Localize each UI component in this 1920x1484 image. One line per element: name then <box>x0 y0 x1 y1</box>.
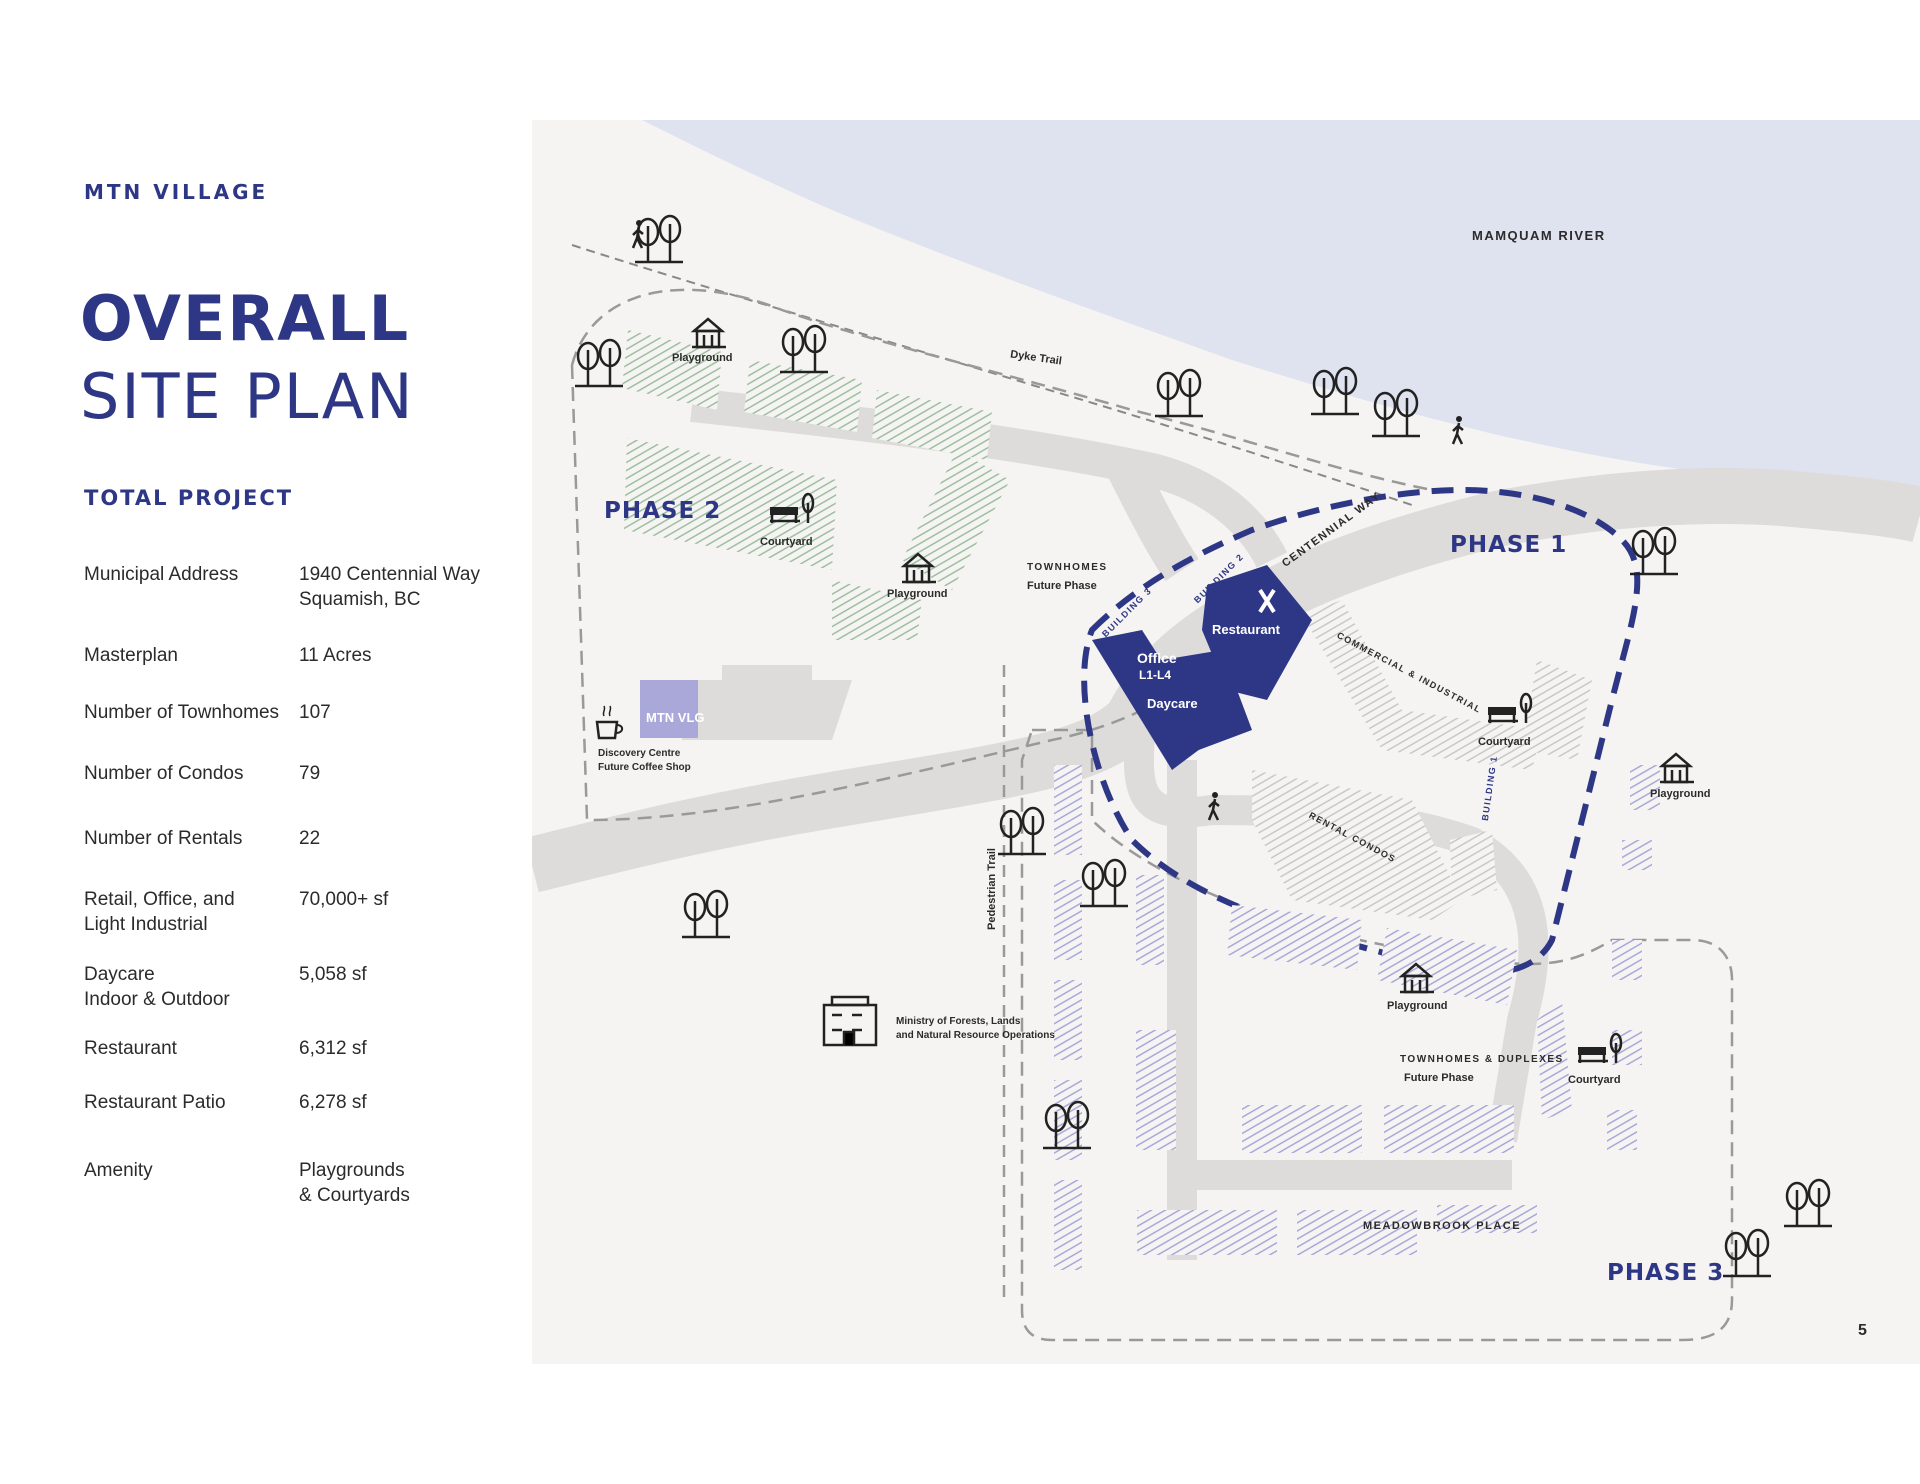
townhomes-duplexes-label: TOWNHOMES & DUPLEXES <box>1400 1054 1564 1065</box>
info-label: Municipal Address <box>84 564 239 585</box>
phase2-label: PHASE 2 <box>604 498 722 524</box>
rental-condos-extension <box>1450 830 1497 900</box>
playground-label: Playground <box>887 588 948 600</box>
info-label: Restaurant <box>84 1038 177 1059</box>
river-shape <box>642 120 1920 510</box>
info-label: Masterplan <box>84 645 178 666</box>
site-plan-map: MTN VLG MAMQUAM RIVER Dyke Trail CENTENN… <box>532 120 1920 1364</box>
brand-name: MTN VILLAGE <box>84 180 269 204</box>
phase2-townhome-blocks <box>622 330 1010 640</box>
future-phase-label: Future Phase <box>1404 1072 1474 1084</box>
playground-label: Playground <box>672 352 733 364</box>
dyke-trail-path <box>571 244 1413 506</box>
restaurant-building <box>1202 565 1312 700</box>
future-coffee-label: Future Coffee Shop <box>598 762 691 773</box>
phase1-boundary <box>1081 486 1641 977</box>
phase3-boundary <box>1020 728 1734 1342</box>
info-value: 107 <box>299 702 331 723</box>
office-label: Office <box>1137 650 1177 666</box>
page-number: 5 <box>1858 1322 1867 1339</box>
info-value: Playgrounds & Courtyards <box>299 1160 410 1206</box>
commercial-industrial-block <box>1302 600 1542 770</box>
info-value: 11 Acres <box>299 645 372 666</box>
road-connector <box>1104 451 1199 582</box>
river-label: MAMQUAM RIVER <box>1472 228 1606 243</box>
parking-lot <box>722 665 812 710</box>
courtyard-label: Courtyard <box>760 536 813 548</box>
project-info-panel: MTN VILLAGE OVERALL SITE PLAN TOTAL PROJ… <box>0 0 530 1484</box>
restaurant-cutlery-icon <box>1258 588 1276 614</box>
daycare-label: Daycare <box>1147 696 1198 711</box>
page-title-line2: SITE PLAN <box>80 360 415 433</box>
courtyard-label: Courtyard <box>1568 1074 1621 1086</box>
phase2-boundary-top <box>570 288 1433 492</box>
ministry-label-line2: and Natural Resource Operations <box>896 1030 1055 1041</box>
info-value: 70,000+ sf <box>299 889 389 910</box>
info-value: 22 <box>299 828 321 849</box>
logo-text: MTN VLG <box>646 710 705 725</box>
logo-block: MTN VLG <box>640 680 705 738</box>
playground-label: Playground <box>1387 1000 1448 1012</box>
phase3-townhome-blocks <box>1054 765 1660 1270</box>
info-label: Amenity <box>84 1160 153 1181</box>
info-label: Restaurant Patio <box>84 1092 226 1113</box>
coffee-cup-icon <box>595 705 624 740</box>
discovery-centre-label: Discovery Centre <box>598 748 681 759</box>
courtyard-label: Courtyard <box>1478 736 1531 748</box>
phase3-label: PHASE 3 <box>1607 1260 1725 1286</box>
phase1-label: PHASE 1 <box>1450 532 1568 558</box>
townhomes-label: TOWNHOMES <box>1027 562 1108 573</box>
info-label: Number of Condos <box>84 763 244 784</box>
phase2-boundary-bottom <box>570 364 1193 822</box>
restaurant-label: Restaurant <box>1212 622 1280 637</box>
page-title-line1: OVERALL <box>80 282 411 355</box>
playground-label: Playground <box>1650 788 1711 800</box>
info-value: 1940 Centennial Way Squamish, BC <box>299 564 480 610</box>
site-plan-drawing: MTN VLG <box>532 120 1920 1364</box>
pedestrian-trail-label: Pedestrian Trail <box>986 848 998 930</box>
info-value: 79 <box>299 763 321 784</box>
info-value: 6,278 sf <box>299 1092 367 1113</box>
info-value: 6,312 sf <box>299 1038 367 1059</box>
office-building-icon <box>822 995 878 1047</box>
info-label: Daycare Indoor & Outdoor <box>84 964 230 1010</box>
office-floors-label: L1-L4 <box>1139 668 1172 682</box>
info-label: Number of Rentals <box>84 828 243 849</box>
rental-condos-block <box>1252 770 1462 920</box>
info-value: 5,058 sf <box>299 964 367 985</box>
info-label: Number of Townhomes <box>84 702 280 723</box>
section-heading: TOTAL PROJECT <box>84 486 294 510</box>
future-phase-label: Future Phase <box>1027 580 1097 592</box>
ministry-label-line1: Ministry of Forests, Lands <box>896 1016 1021 1027</box>
info-label: Retail, Office, and Light Industrial <box>84 889 235 935</box>
meadowbrook-label: MEADOWBROOK PLACE <box>1362 1220 1522 1232</box>
commercial-extension <box>1522 660 1592 760</box>
